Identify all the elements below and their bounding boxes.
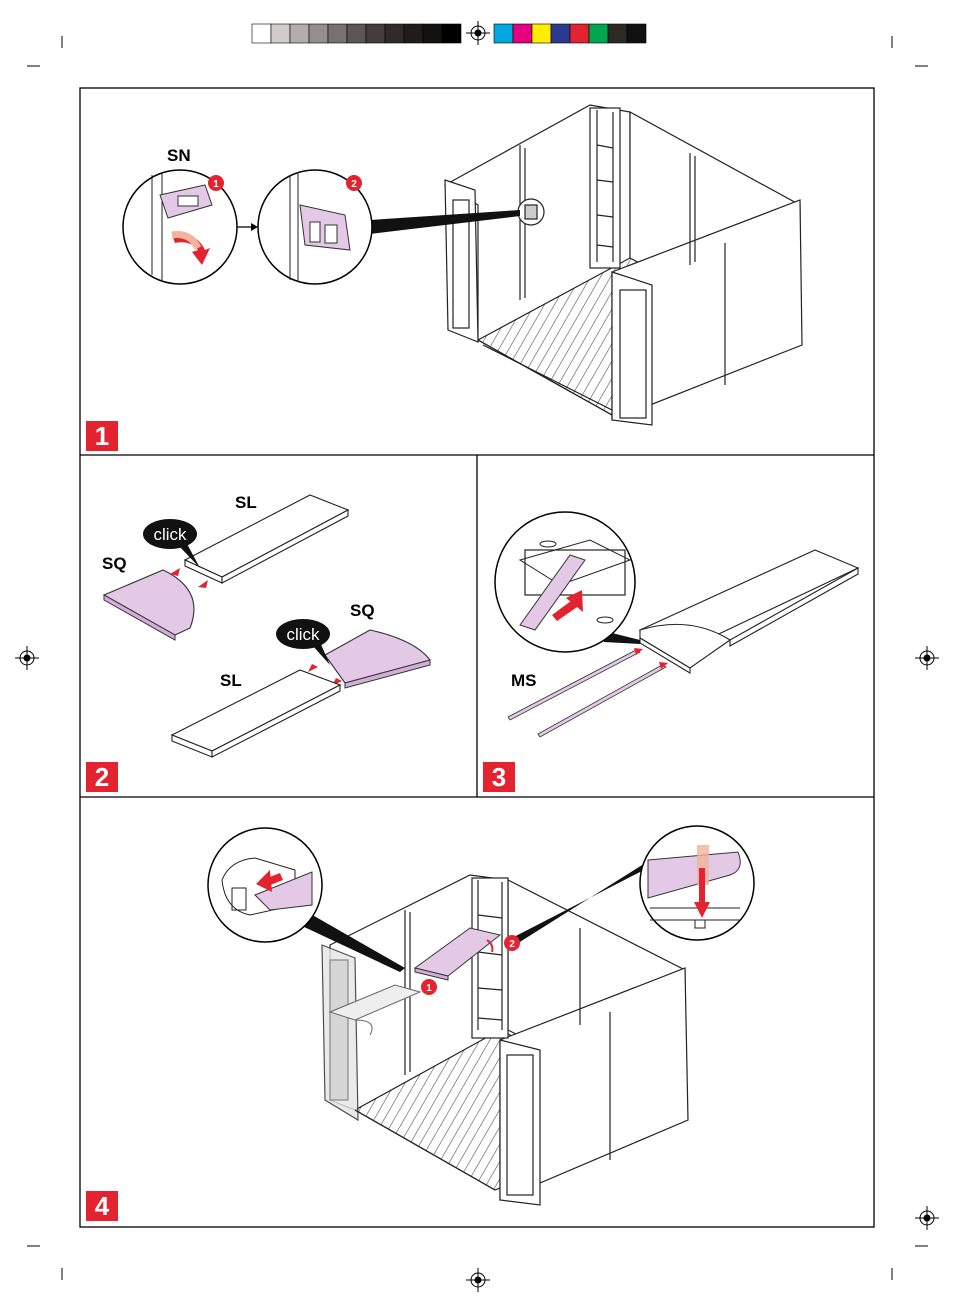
shelf-assembled	[640, 550, 858, 673]
step-number-3: 3	[492, 762, 506, 792]
gray-swatch	[328, 24, 347, 43]
gray-swatch	[290, 24, 309, 43]
gray-swatch	[385, 24, 404, 43]
gray-swatch	[309, 24, 328, 43]
badge-text-1: 1	[426, 983, 432, 994]
part-label-sq-left: SQ	[102, 554, 127, 573]
process-color-swatch	[589, 24, 608, 43]
process-color-swatch	[513, 24, 532, 43]
color-calibration-bar	[252, 24, 646, 43]
crosshair-icon	[15, 646, 39, 670]
shelf-sq-left	[104, 570, 194, 640]
gray-swatch	[404, 24, 423, 43]
crosshair-icon	[466, 1268, 490, 1292]
click-bubble-2: click	[276, 619, 330, 665]
gray-swatch	[442, 24, 461, 43]
gray-swatch	[252, 24, 271, 43]
step-number-4: 4	[95, 1191, 110, 1221]
gray-swatch	[366, 24, 385, 43]
gray-swatch	[423, 24, 442, 43]
step-4-panel: 1 2 4	[86, 826, 754, 1221]
metal-strip-ms	[508, 650, 666, 737]
gray-swatch	[347, 24, 366, 43]
click-label-1: click	[153, 525, 187, 544]
step-number-1: 1	[95, 421, 109, 451]
part-label-sl-bottom: SL	[220, 671, 242, 690]
detail-circle-4b	[640, 826, 754, 940]
step-1-panel: 1 2 SN 1	[86, 105, 802, 451]
crosshair-icon	[915, 646, 939, 670]
step-number-2: 2	[95, 762, 109, 792]
detail-circle-4a	[208, 828, 322, 942]
process-color-swatch	[551, 24, 570, 43]
detail-circle-3	[495, 512, 635, 652]
badge-text-2: 2	[509, 939, 515, 950]
process-color-swatch	[570, 24, 589, 43]
shelf-sl-bottom	[172, 670, 340, 757]
badge-text-2: 2	[351, 179, 357, 190]
step-2-panel: click SL SQ click SQ SL 2	[86, 493, 430, 792]
gray-swatch	[271, 24, 290, 43]
process-color-swatch	[608, 24, 627, 43]
sequence-arrow-icon	[237, 223, 258, 231]
part-label-sn: SN	[167, 146, 191, 165]
process-color-swatch	[532, 24, 551, 43]
shed-illustration	[322, 875, 688, 1205]
badge-text-1: 1	[213, 179, 219, 190]
part-label-ms: MS	[511, 671, 537, 690]
step-3-panel: MS 3	[483, 512, 858, 792]
shelf-sq-right	[325, 630, 430, 688]
crosshair-icon	[915, 1206, 939, 1230]
crosshair-icon	[466, 21, 490, 45]
click-label-2: click	[286, 625, 320, 644]
shed-illustration	[445, 105, 802, 425]
part-label-sl-top: SL	[235, 493, 257, 512]
process-color-swatch	[494, 24, 513, 43]
process-color-swatch	[627, 24, 646, 43]
part-label-sq-right: SQ	[350, 601, 375, 620]
shelf-sl-top	[185, 495, 348, 583]
